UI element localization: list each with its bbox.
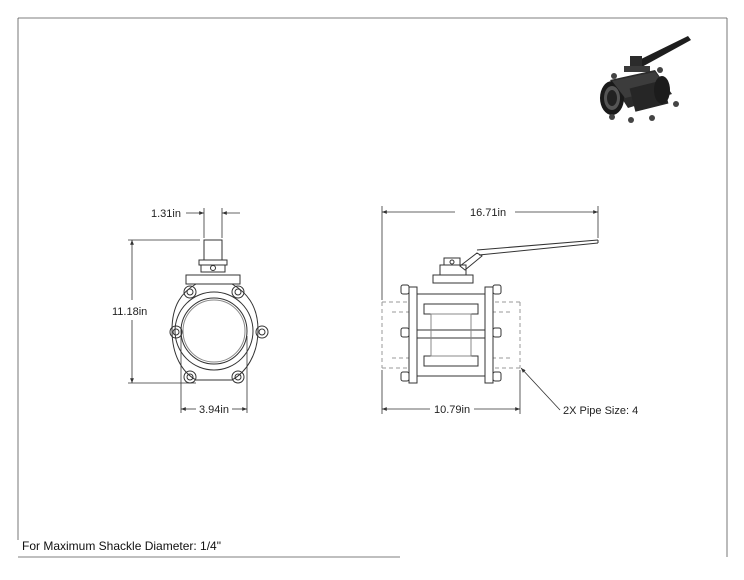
side-bolts [400,284,502,382]
handle-lever [476,239,599,251]
dim-overall-height: 11.18in [112,306,147,318]
stem-pad [432,274,474,284]
stem [203,239,223,261]
valve-body-outline [171,283,259,381]
mounting-pad [185,274,241,285]
end-cap-right [484,286,494,384]
dim-body-length: 10.79in [434,404,470,416]
front-view-dimensions [128,208,248,413]
pipe-ends-hidden [381,301,521,369]
body-band-bottom [423,355,479,367]
end-cap-left [408,286,418,384]
shackle-diameter-note: For Maximum Shackle Diameter: 1/4" [22,539,221,553]
dim-bore-diameter: 3.94in [199,404,229,416]
front-view [169,239,269,384]
dim-stem-width: 1.31in [151,208,181,220]
bore-circle [180,297,248,365]
sheet-border [17,17,728,558]
callout-pipe-size: 2X Pipe Size: 4 [563,405,638,417]
outer-ring [174,291,254,371]
body-band-top [423,303,479,315]
valve-isometric-image [600,36,691,123]
side-view-dimensions [381,206,599,414]
dim-handle-length: 16.71in [470,207,506,219]
side-view [381,239,599,384]
